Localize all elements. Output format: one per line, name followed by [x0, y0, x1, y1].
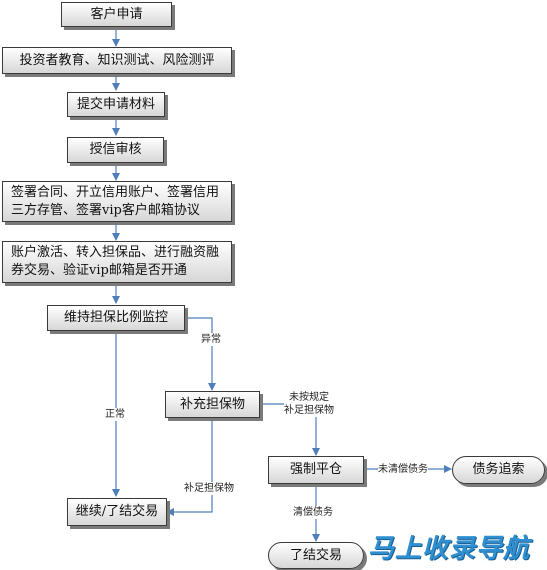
node-forced-liquidation: 强制平仓	[268, 456, 364, 484]
arrow-monitor-abnormal-to-topup	[185, 317, 216, 391]
node-topup-collateral: 补充担保物	[165, 391, 260, 418]
node-investor-education-label: 投资者教育、知识测试、风险测评	[19, 52, 215, 68]
node-close-trading-label: 了结交易	[289, 547, 342, 563]
node-submit-materials: 提交申请材料	[67, 92, 165, 117]
node-debt-recovery-label: 债务追索	[472, 462, 525, 477]
node-forced-liquidation-label: 强制平仓	[289, 462, 342, 477]
edge-label-abnormal: 异常	[201, 333, 221, 346]
node-account-activation: 账户激活、转入担保品、进行融资融 券交易、验证vip邮箱是否开通	[2, 241, 232, 283]
edge-label-normal: 正常	[105, 408, 125, 421]
node-continue-or-close-trading: 继续/了结交易	[67, 498, 167, 526]
node-account-activation-line2: 券交易、验证vip邮箱是否开通	[11, 263, 187, 278]
node-investor-education: 投资者教育、知识测试、风险测评	[2, 47, 232, 74]
node-topup-collateral-label: 补充担保物	[179, 396, 245, 412]
node-close-trading: 了结交易	[268, 542, 364, 569]
node-credit-review: 授信审核	[67, 137, 164, 163]
node-customer-application-label: 客户申请	[90, 6, 143, 22]
arrow-topup-done-to-continue	[166, 418, 213, 516]
node-account-activation-line1: 账户激活、转入担保品、进行融资融	[11, 245, 220, 260]
node-maintain-ratio-monitoring: 维持担保比例监控	[47, 305, 185, 331]
watermark: 马上收录导航	[368, 534, 531, 564]
node-submit-materials-label: 提交申请材料	[76, 96, 155, 112]
node-customer-application: 客户申请	[61, 2, 172, 27]
node-maintain-ratio-monitoring-label: 维持担保比例监控	[63, 310, 168, 325]
node-debt-recovery: 债务追索	[452, 456, 545, 484]
edge-label-not-topped-up: 未按规定 补足担保物	[284, 391, 334, 417]
edge-label-topped-up: 补足担保物	[184, 482, 234, 495]
node-continue-or-close-trading-label: 继续/了结交易	[75, 504, 159, 519]
edge-label-not-topped-up-line1: 未按规定	[289, 392, 329, 403]
edge-label-not-topped-up-line2: 补足担保物	[284, 405, 334, 416]
node-sign-contracts-line2: 三方存管、签署vip客户邮箱协议	[11, 202, 200, 218]
edge-label-debt-repaid: 清偿债务	[293, 506, 333, 519]
node-credit-review-label: 授信审核	[89, 142, 142, 157]
node-sign-contracts-line1: 签署合同、开立信用账户、签署信用	[11, 184, 220, 200]
node-sign-contracts: 签署合同、开立信用账户、签署信用 三方存管、签署vip客户邮箱协议	[2, 181, 232, 222]
edge-label-debt-unpaid: 未清偿债务	[378, 463, 428, 476]
